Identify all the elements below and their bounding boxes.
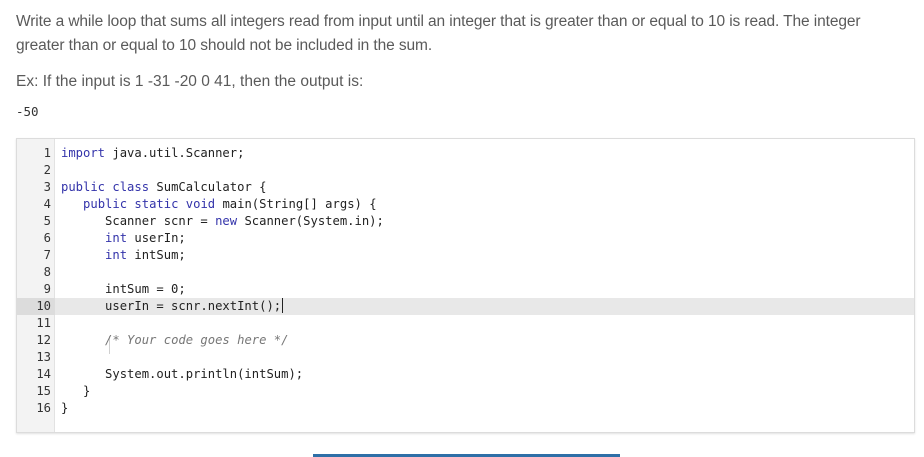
code-line[interactable]: 3 public class SumCalculator {	[17, 179, 914, 196]
line-number: 4	[43, 197, 51, 211]
code-line[interactable]: 13	[17, 349, 914, 366]
code-text[interactable]: int userIn;	[105, 231, 186, 245]
code-text[interactable]: int intSum;	[105, 248, 186, 262]
line-number: 12	[36, 333, 51, 347]
text-cursor	[282, 298, 284, 313]
line-number: 7	[43, 248, 51, 262]
code-lines[interactable]: 1 import java.util.Scanner; 2 3 public class…	[17, 145, 914, 417]
code-line[interactable]: 1 import java.util.Scanner;	[17, 145, 914, 162]
code-line[interactable]: 5 Scanner scnr = new Scanner(System.in);	[17, 213, 914, 230]
line-number: 8	[43, 265, 51, 279]
code-text[interactable]: System.out.println(intSum);	[61, 367, 304, 381]
example-statement: Ex: If the input is 1 -31 -20 0 41, then…	[16, 73, 364, 90]
line-number: 6	[43, 231, 51, 245]
code-text[interactable]: Scanner scnr = new Scanner(System.in);	[61, 214, 384, 228]
expected-output: -50	[16, 104, 39, 119]
code-line[interactable]: 14 System.out.println(intSum);	[17, 366, 914, 383]
line-number: 3	[43, 180, 51, 194]
indent-guide	[109, 336, 110, 354]
line-number: 10	[17, 298, 55, 315]
code-line[interactable]: 8	[17, 264, 914, 281]
line-number: 9	[43, 282, 51, 296]
line-number: 14	[36, 367, 51, 381]
code-text[interactable]: }	[61, 401, 69, 415]
code-text[interactable]: public class SumCalculator {	[61, 180, 267, 194]
code-text[interactable]: import java.util.Scanner;	[61, 146, 245, 160]
problem-statement: Write a while loop that sums all integer…	[16, 13, 861, 54]
line-number: 2	[43, 163, 51, 177]
accent-bar	[313, 454, 620, 457]
code-text[interactable]: intSum = 0;	[61, 282, 186, 296]
code-line[interactable]: 15 }	[17, 383, 914, 400]
line-number: 13	[36, 350, 51, 364]
line-number: 11	[36, 316, 51, 330]
code-text[interactable]: public static void main(String[] args) {	[83, 197, 377, 211]
code-line[interactable]: 4 public static void main(String[] args)…	[17, 196, 914, 213]
line-number: 15	[36, 384, 51, 398]
code-line[interactable]: 9 intSum = 0;	[17, 281, 914, 298]
code-text[interactable]: userIn = scnr.nextInt();	[61, 298, 284, 313]
code-line[interactable]: 2	[17, 162, 914, 179]
line-number: 1	[43, 146, 51, 160]
line-number: 5	[43, 214, 51, 228]
code-line[interactable]: 10 userIn = scnr.nextInt();	[17, 298, 914, 315]
code-editor[interactable]: 1 import java.util.Scanner; 2 3 public class…	[16, 138, 915, 433]
code-text[interactable]: }	[61, 384, 91, 398]
code-line[interactable]: 7 int intSum;	[17, 247, 914, 264]
code-line[interactable]: 12 /* Your code goes here */	[17, 332, 914, 349]
line-number: 16	[36, 401, 51, 415]
code-text[interactable]: /* Your code goes here */	[105, 333, 289, 347]
line-number-gutter	[17, 139, 55, 432]
code-line[interactable]: 16}	[17, 400, 914, 417]
code-line[interactable]: 6 int userIn;	[17, 230, 914, 247]
code-line[interactable]: 11	[17, 315, 914, 332]
